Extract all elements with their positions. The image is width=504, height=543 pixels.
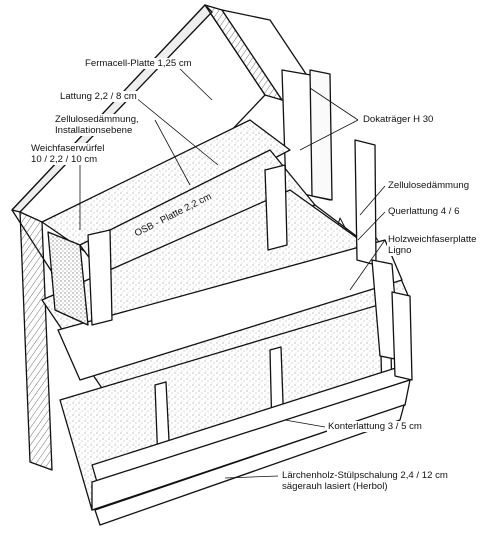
label-larch-1: Lärchenholz-Stülpschalung 2,4 / 12 cm [281, 470, 449, 481]
right-beam-1 [354, 139, 377, 266]
label-querlattung: Querlattung 4 / 6 [387, 206, 461, 217]
label-lattung: Lattung 2,2 / 8 cm [59, 91, 138, 102]
label-holzweichfaser-2: Ligno [387, 245, 413, 256]
leader-fermacell [174, 63, 213, 101]
label-konterlattung: Konterlattung 3 / 5 cm [327, 421, 423, 432]
label-dokatraeger: Dokaträger H 30 [362, 114, 435, 125]
leader-lattung [134, 96, 219, 166]
leader-doka-b [299, 119, 359, 151]
larch-board-3 [94, 404, 405, 526]
left-hatched-edge [19, 211, 53, 471]
label-zellulose-install-1: Zellulosedämmung, [54, 114, 140, 125]
inner-post-1 [87, 229, 113, 326]
middle-band [57, 239, 403, 381]
leader-zellulose-install [154, 119, 191, 186]
leader-zellulose [359, 185, 386, 216]
larch-board-2 [91, 379, 411, 511]
leader-querlattung [357, 211, 386, 241]
doka-beam-2 [309, 69, 333, 201]
inner-post-2 [264, 164, 288, 251]
label-zellulose-install-2: Installationsebene [54, 125, 134, 136]
left-speckle-strip [47, 231, 89, 326]
leader-doka-a [309, 87, 359, 121]
label-fermacell: Fermacell-Platte 1,25 cm [84, 58, 193, 69]
right-beam-3 [391, 291, 413, 381]
leader-holzweichfaser [349, 239, 386, 291]
leader-larch [224, 475, 279, 479]
leader-konterlattung [284, 419, 326, 428]
label-zellulose: Zellulosedämmung [387, 180, 471, 191]
label-holzweichfaser-1: Holzweichfaserplatte [387, 234, 478, 245]
leader-lines [79, 63, 386, 479]
label-weichfaser-2: 10 / 2,2 / 10 cm [30, 154, 99, 165]
label-weichfaser-1: Weichfaserwürfel [30, 143, 106, 154]
label-larch-2: sägerauh lasiert (Herbol) [281, 481, 389, 492]
